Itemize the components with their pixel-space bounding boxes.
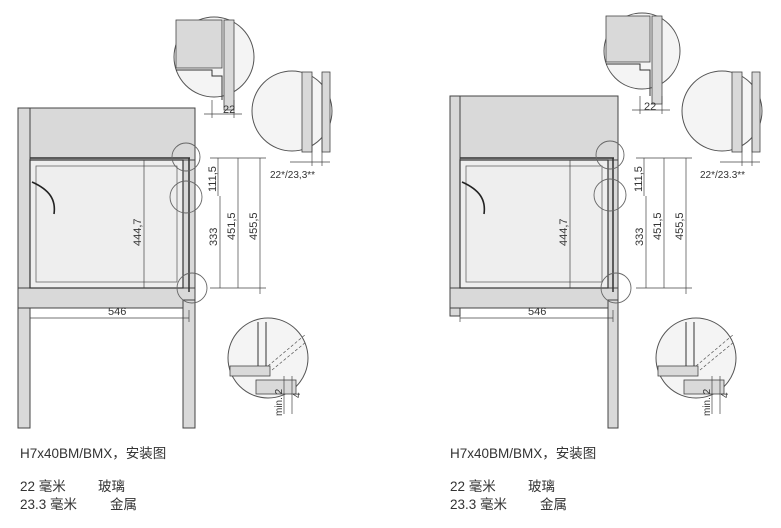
dim-height-333: 333 xyxy=(208,228,220,246)
diagram-drawing: 22 22*/23.3** 546 444,7 111,5 333 451,5 … xyxy=(449,12,763,429)
installation-diagram-right: 22 22*/23.3** 546 444,7 111,5 333 451,5 … xyxy=(432,0,781,528)
detail-marker-side xyxy=(593,178,627,212)
installation-diagram-left: 22 22*/23,3** 546 444,7 111,5 333 451,5 … xyxy=(0,0,390,528)
dim-min-2: min. 2 xyxy=(274,388,285,416)
dim-four: 4 xyxy=(720,392,731,398)
detail-side-gap xyxy=(681,70,763,166)
dim-min-2: min. 2 xyxy=(702,388,713,416)
appliance xyxy=(29,157,190,292)
diagram-caption: H7x40BM/BMX，安装图 xyxy=(450,446,597,461)
legend-material: 金属 xyxy=(110,497,137,512)
detail-marker-top xyxy=(171,142,201,172)
legend-row-metal: 23.3 毫米 金属 xyxy=(20,493,137,513)
detail-marker-bottom xyxy=(176,272,208,304)
detail-side-gap xyxy=(251,70,333,166)
legend-size: 23.3 毫米 xyxy=(20,497,78,512)
diagram-drawing: 22 22*/23,3** 546 444,7 111,5 333 451,5 … xyxy=(17,16,333,429)
dim-top-gap: 22 xyxy=(223,104,235,116)
dimension-lines xyxy=(459,157,692,322)
detail-marker-side xyxy=(169,180,203,214)
dim-height-451: 451,5 xyxy=(226,212,238,240)
legend-row-glass: 22 毫米 玻璃 xyxy=(20,475,125,495)
legend-size: 22 毫米 xyxy=(20,479,66,494)
dim-height-451: 451,5 xyxy=(652,212,664,240)
dim-width-546: 546 xyxy=(108,306,126,318)
dim-height-444: 444,7 xyxy=(558,218,570,246)
dim-four: 4 xyxy=(292,392,303,398)
detail-top-gap xyxy=(173,16,255,118)
dim-width-546: 546 xyxy=(528,306,546,318)
legend-material: 金属 xyxy=(540,497,567,512)
legend-material: 玻璃 xyxy=(528,479,555,494)
dim-height-444: 444,7 xyxy=(132,218,144,246)
legend-size: 23.3 毫米 xyxy=(450,497,508,512)
detail-marker-top xyxy=(595,140,625,170)
detail-bottom xyxy=(227,317,309,414)
legend-material: 玻璃 xyxy=(98,479,125,494)
dim-top-gap: 22 xyxy=(644,101,656,113)
dimension-lines xyxy=(29,157,266,322)
detail-bottom xyxy=(655,317,737,414)
dim-height-333: 333 xyxy=(634,228,646,246)
dim-height-455: 455,5 xyxy=(248,212,260,240)
appliance xyxy=(459,157,614,292)
dim-height-111: 111,5 xyxy=(633,166,645,192)
detail-top-gap xyxy=(603,12,681,114)
legend-row-glass: 22 毫米 玻璃 xyxy=(450,475,555,495)
dim-side-gap: 22*/23.3** xyxy=(700,170,745,181)
dim-side-gap: 22*/23,3** xyxy=(270,170,315,181)
detail-marker-bottom xyxy=(600,272,632,304)
dim-height-111: 111,5 xyxy=(207,166,219,192)
legend-row-metal: 23.3 毫米 金属 xyxy=(450,493,567,513)
legend-size: 22 毫米 xyxy=(450,479,496,494)
diagram-caption: H7x40BM/BMX，安装图 xyxy=(20,446,167,461)
dim-height-455: 455,5 xyxy=(674,212,686,240)
